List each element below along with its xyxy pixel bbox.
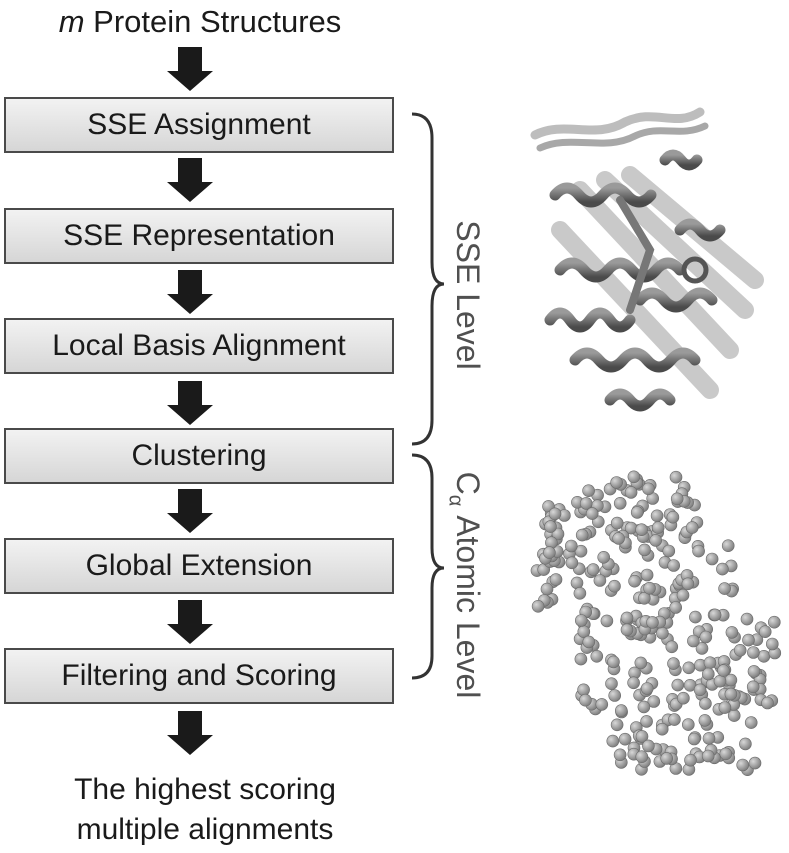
step-sse-assignment: SSE Assignment (4, 97, 394, 153)
arrow-down-icon (167, 600, 213, 644)
sse-level-brace (411, 112, 445, 446)
arrow-down-icon (167, 381, 213, 425)
title-variable: m (58, 4, 85, 39)
output-line-1: The highest scoring (74, 773, 336, 806)
atomic-level-c: C (450, 471, 486, 495)
step-clustering: Clustering (4, 428, 394, 484)
protein-ribbon-image (530, 107, 764, 412)
output-line-2: multiple alignments (76, 813, 334, 846)
calpha-atoms-image (530, 470, 782, 777)
input-title: m Protein Structures (20, 0, 380, 44)
atomic-level-label: Cα Atomic Level (444, 375, 488, 795)
title-text: Protein Structures (84, 4, 342, 39)
arrow-down-icon (167, 158, 213, 202)
arrow-down-icon (167, 489, 213, 533)
step-sse-representation: SSE Representation (4, 208, 394, 264)
arrow-down-icon (167, 711, 213, 755)
step-filtering-and-scoring: Filtering and Scoring (4, 648, 394, 704)
step-global-extension: Global Extension (4, 538, 394, 594)
atomic-level-brace (411, 453, 445, 680)
arrow-down-icon (167, 47, 213, 91)
arrow-down-icon (167, 270, 213, 314)
atomic-level-text: Atomic Level (450, 506, 486, 699)
atomic-level-alpha: α (444, 494, 467, 507)
step-local-basis-alignment: Local Basis Alignment (4, 318, 394, 374)
